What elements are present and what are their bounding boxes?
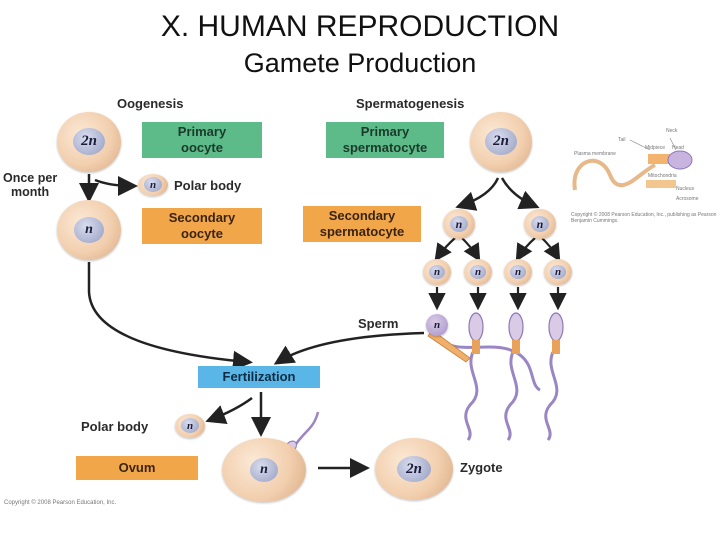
nucleus-n: n (144, 177, 162, 192)
nucleus-n: n (433, 319, 441, 331)
nucleus-2n: 2n (485, 128, 517, 155)
nucleus-n: n (450, 216, 468, 232)
secondary-spermatocyte-label: Secondary spermatocyte (303, 206, 421, 242)
polar-body-cell: n (138, 174, 168, 196)
nucleus-2n: 2n (397, 456, 431, 482)
sperm-label: Sperm (358, 316, 399, 331)
nucleus-2n: 2n (73, 128, 105, 155)
nucleus-n: n (429, 265, 445, 279)
sperm-head-nucleus: n (426, 314, 448, 336)
secondary-oocyte-cell: n (57, 200, 121, 260)
nucleus-n: n (74, 217, 104, 243)
polar-body-label: Polar body (174, 178, 242, 193)
primary-oocyte-label: Primary oocyte (142, 122, 262, 158)
nucleus-n: n (470, 265, 486, 279)
spermatid-cell-3: n (504, 259, 532, 285)
nucleus-n: n (510, 265, 526, 279)
nucleus-n: n (531, 216, 549, 232)
copyright-text: Copyright © 2008 Pearson Education, Inc. (4, 500, 117, 506)
oogenesis-heading: Oogenesis (117, 96, 184, 111)
nucleus-n: n (250, 458, 278, 482)
once-per-month-label: Once per month (3, 171, 58, 199)
sperm-tails (449, 343, 559, 441)
spermatid-cell-4: n (544, 259, 572, 285)
inset-label-head: Head (672, 145, 684, 151)
arrow-split-right (500, 177, 540, 210)
primary-spermatocyte-cell: 2n (470, 112, 532, 172)
polar-body-2-label: Polar body (81, 419, 149, 434)
fertilization-label: Fertilization (198, 366, 320, 388)
ovum-cell: n (222, 438, 306, 502)
primary-oocyte-cell: 2n (57, 112, 121, 172)
spermatogenesis-heading: Spermatogenesis (356, 96, 465, 111)
arrow-split (455, 177, 500, 211)
primary-spermatocyte-label: Primary spermatocyte (326, 122, 444, 158)
secondary-spermatocyte-cell-1: n (443, 209, 475, 239)
arrow-oocyte-to-fertilization (87, 262, 253, 371)
spermatid-cell-2: n (464, 259, 492, 285)
inset-credit: Copyright © 2008 Pearson Education, Inc.… (571, 212, 717, 224)
arrow-sperm-to-fertilization (273, 331, 425, 365)
arrow-to-polar-body (94, 175, 138, 196)
nucleus-n: n (181, 418, 199, 433)
sperm-structure-inset (572, 137, 693, 191)
zygote-cell: 2n (375, 438, 453, 500)
sperm-heads (427, 312, 564, 363)
ovum-label: Ovum (76, 456, 198, 480)
inset-label-midpiece: Midpiece (645, 145, 666, 151)
page-subtitle: Gamete Production (243, 48, 477, 78)
inset-label-tail: Tail (618, 137, 626, 143)
inset-label-nucleus: Nucleus (676, 186, 695, 192)
inset-label-mitochondria: Mitochondria (648, 173, 677, 179)
zygote-label: Zygote (460, 460, 503, 475)
inset-label-acrosome: Acrosome (676, 196, 699, 202)
polar-body-2-cell: n (175, 414, 205, 438)
secondary-oocyte-label: Secondary oocyte (142, 208, 262, 244)
nucleus-n: n (550, 265, 566, 279)
inset-label-plasma-membrane: Plasma membrane (574, 151, 616, 157)
secondary-spermatocyte-cell-2: n (524, 209, 556, 239)
page-title: X. HUMAN REPRODUCTION (160, 10, 560, 43)
spermatid-cell-1: n (423, 259, 451, 285)
inset-label-neck: Neck (666, 128, 678, 134)
